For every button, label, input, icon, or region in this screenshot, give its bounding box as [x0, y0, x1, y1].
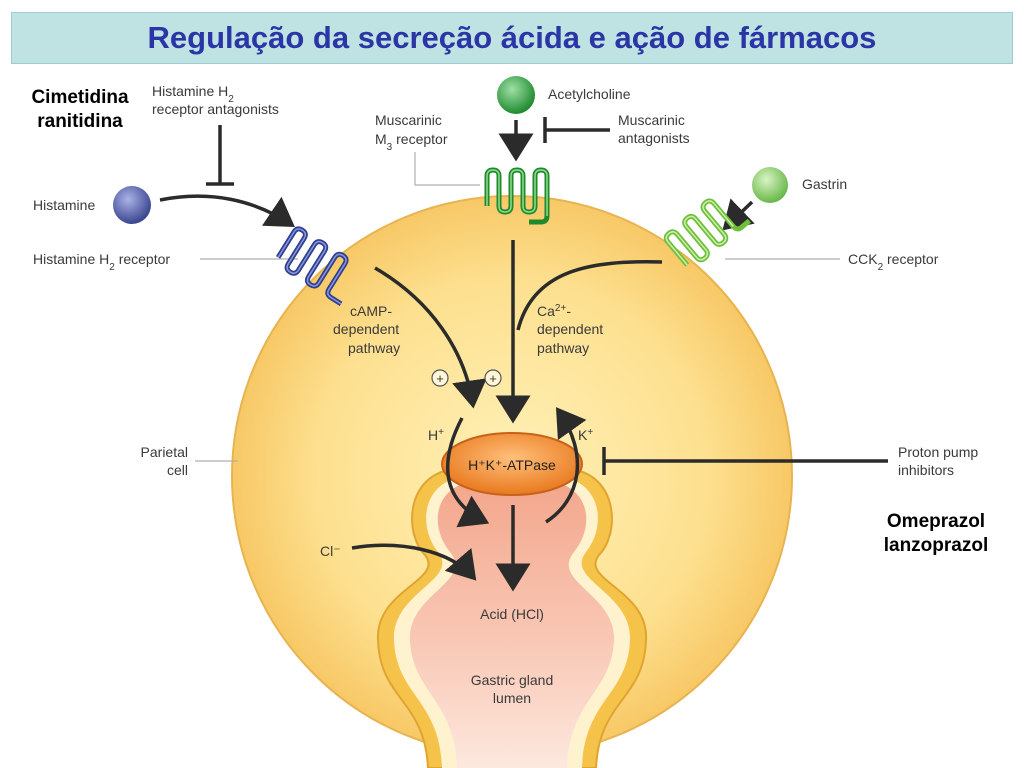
ca-label-3: pathway — [537, 340, 589, 356]
plus-sign-camp — [431, 369, 449, 387]
cl-arrow — [351, 543, 477, 581]
h2-receptor-label: Histamine H2 receptor — [33, 251, 170, 273]
ppi-label-2: inhibitors — [898, 462, 954, 478]
drug-ranitidina: ranitidina — [37, 111, 123, 132]
plus-sign-ca-text: + — [489, 371, 497, 386]
ca-label-2: dependent — [537, 321, 603, 337]
camp-label-1: cAMP- — [350, 303, 392, 319]
gastrin-molecule — [752, 167, 788, 203]
muscarinic-antagonist-label-1: Muscarinic — [618, 112, 685, 128]
camp-label-2: dependent — [333, 321, 399, 337]
drug-omeprazol: Omeprazol — [886, 511, 986, 532]
drug-cimetidina: Cimetidina — [31, 87, 129, 108]
histamine-arrow — [159, 194, 295, 227]
muscarinic-antagonist-label-2: antagonists — [618, 130, 690, 146]
h2-receptor — [275, 226, 349, 306]
ca-label-1: Ca2+- — [537, 303, 571, 320]
m3-receptor-label-2: M3 receptor — [375, 131, 448, 153]
atpase-label: H⁺K⁺-ATPase — [468, 457, 556, 473]
atpase-pump — [441, 432, 583, 496]
cck2-receptor-label: CCK2 receptor — [848, 251, 939, 273]
histamine-label: Histamine — [33, 197, 95, 213]
ppi-drugs-label: Omeprazol lanzoprazol — [868, 510, 1004, 558]
hplus-label: H+ — [428, 427, 444, 444]
camp-label-3: pathway — [348, 340, 400, 356]
h2-antagonist-label-2: receptor antagonists — [152, 101, 279, 117]
acetylcholine-label: Acetylcholine — [548, 86, 631, 102]
drug-lanzoprazol: lanzoprazol — [883, 535, 989, 556]
h2-antagonist-label-1: Histamine H2 — [152, 83, 234, 105]
parietal-label-2: cell — [167, 462, 188, 478]
lumen-label-1: Gastric gland — [471, 672, 553, 688]
hplus-arrow — [445, 417, 490, 528]
page-title: Regulação da secreção ácida e ação de fá… — [147, 20, 877, 55]
cck2-to-ca-arrow — [516, 260, 663, 331]
histamine-molecule — [113, 186, 151, 224]
cck2-receptor — [663, 198, 751, 267]
plus-sign-camp-text: + — [436, 371, 444, 386]
parietal-label-1: Parietal — [141, 444, 188, 460]
gastrin-label: Gastrin — [802, 176, 847, 192]
cl-label: Cl⁻ — [320, 543, 341, 559]
acid-label: Acid (HCl) — [480, 606, 544, 622]
title-bar: Regulação da secreção ácida e ação de fá… — [11, 12, 1013, 64]
lumen-label-2: lumen — [493, 690, 531, 706]
plus-sign-ca — [484, 369, 502, 387]
kplus-arrow — [545, 407, 587, 524]
m3-receptor-leader — [414, 152, 480, 186]
camp-pathway-arrow — [374, 266, 487, 409]
h2-drugs-label: Cimetidina ranitidina — [18, 86, 142, 134]
acetylcholine-molecule — [497, 76, 535, 114]
m3-receptor-label-1: Muscarinic — [375, 112, 442, 128]
ppi-label-1: Proton pump — [898, 444, 978, 460]
m3-receptor — [484, 167, 550, 225]
